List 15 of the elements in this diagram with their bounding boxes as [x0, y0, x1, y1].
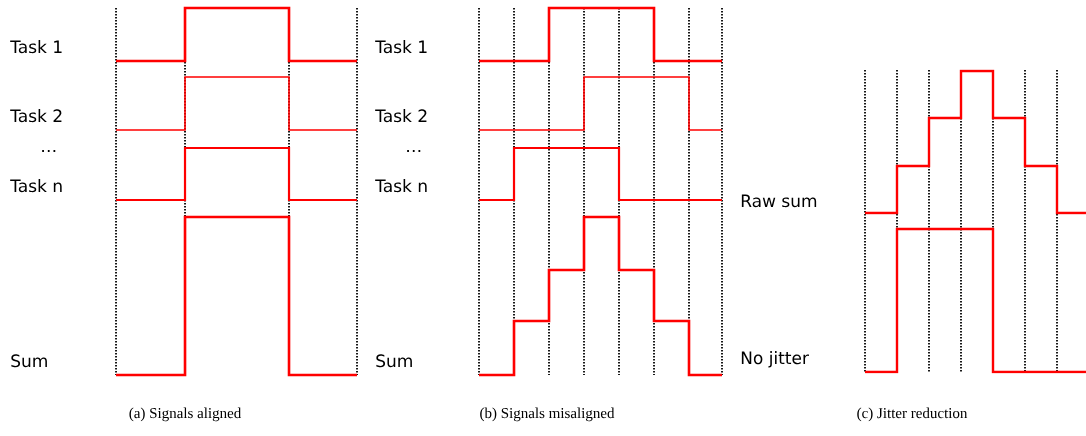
row-label: Task n	[375, 179, 427, 193]
row-label: Sum	[11, 354, 47, 368]
row-label: Task 2	[10, 109, 62, 123]
ellipsis-label: …	[42, 149, 56, 152]
caption: (a) Signals aligned	[129, 407, 242, 422]
row-label: Sum	[376, 354, 412, 368]
row-label: Raw sum	[741, 194, 817, 208]
ellipsis-label: …	[407, 149, 421, 152]
row-label: Task 2	[375, 109, 427, 123]
caption: (c) Jitter reduction	[857, 407, 968, 422]
row-label: Task 1	[375, 40, 427, 54]
row-label: Task 1	[10, 40, 62, 54]
row-label: Task n	[10, 179, 62, 193]
caption: (b) Signals misaligned	[480, 407, 615, 422]
row-label: No jitter	[741, 351, 809, 368]
